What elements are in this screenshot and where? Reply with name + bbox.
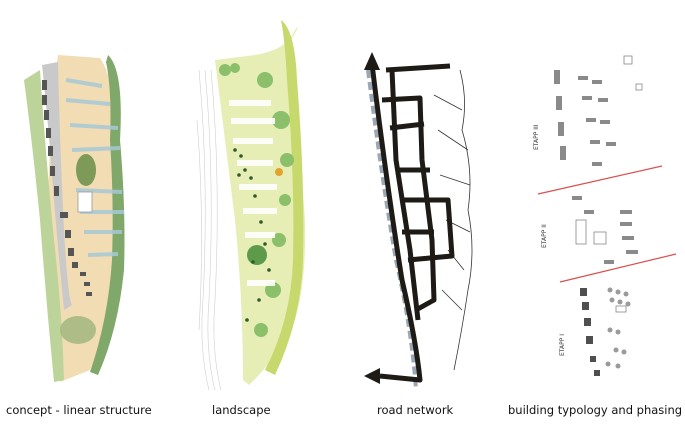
coastal-green xyxy=(24,70,64,382)
phase-label-2: ETAPP II xyxy=(541,224,548,248)
buildings xyxy=(42,80,92,296)
coast-dashed xyxy=(366,69,418,391)
plaza xyxy=(77,191,93,213)
minor-roads xyxy=(433,69,473,371)
phase-label-3: ETAPP III xyxy=(533,124,540,150)
buildings-etapp-1 xyxy=(580,288,600,376)
highlight-point xyxy=(275,168,283,176)
phase-line-1 xyxy=(537,165,663,195)
buildings-small xyxy=(605,287,631,369)
park-blob-south xyxy=(60,316,96,344)
concept-diagram xyxy=(24,55,125,382)
flow-arrows xyxy=(65,78,124,257)
green-edge xyxy=(90,55,125,375)
caption-landscape: landscape xyxy=(212,403,271,417)
north-arrow-head xyxy=(364,52,380,70)
caption-road-network: road network xyxy=(377,403,454,417)
tree-clusters xyxy=(219,63,294,337)
south-arrow-head xyxy=(364,368,380,384)
buildings-etapp-2 xyxy=(572,196,638,264)
building-bands xyxy=(229,100,277,286)
buildings-etapp-3 xyxy=(554,70,616,166)
park-blob xyxy=(76,154,96,186)
buildings-outline xyxy=(575,55,643,313)
main-roads xyxy=(369,63,455,383)
concept-panel xyxy=(20,0,140,400)
caption-phasing: building typology and phasing xyxy=(508,403,683,417)
tree-dots xyxy=(233,148,271,322)
road-network-diagram xyxy=(364,52,473,391)
phasing-panel: ETAPP III ETAPP II ETAPP I xyxy=(520,0,680,400)
phase-label-1: ETAPP I xyxy=(559,334,566,356)
landscape-diagram xyxy=(196,20,306,391)
landscape-panel xyxy=(195,0,325,400)
caption-concept: concept - linear structure xyxy=(6,403,152,417)
phase-line-2 xyxy=(559,253,677,283)
phasing-diagram: ETAPP III ETAPP II ETAPP I xyxy=(533,55,677,376)
forest-edge xyxy=(265,20,304,375)
contours xyxy=(196,69,222,391)
road-panel xyxy=(350,0,480,400)
